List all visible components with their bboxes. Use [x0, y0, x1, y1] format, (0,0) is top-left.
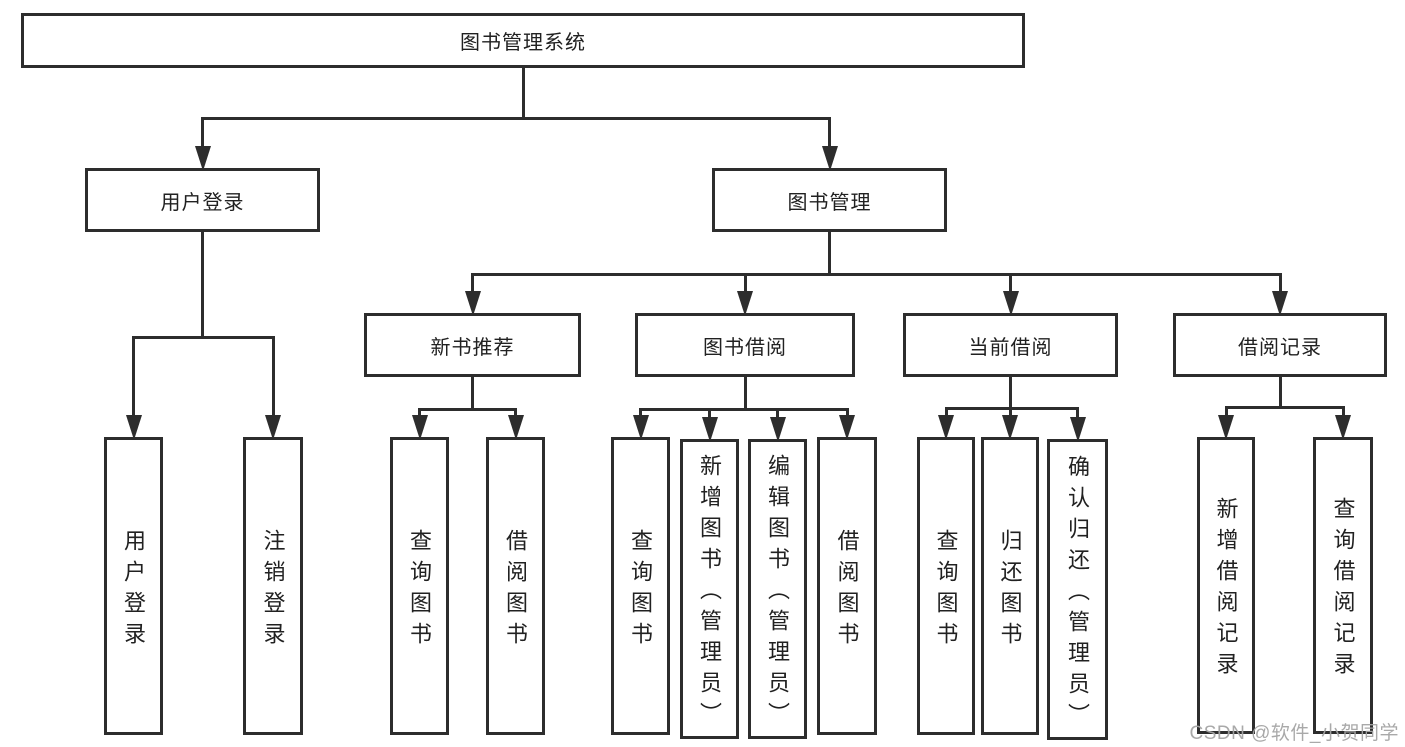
connector-line: [132, 336, 275, 339]
node-user-login: 用户登录: [85, 168, 320, 232]
connector-line: [201, 117, 204, 146]
node-label: 用户登录: [121, 528, 147, 653]
arrowhead-down-icon: [1272, 291, 1288, 316]
connector-line: [1278, 375, 1282, 409]
node-label: 图书管理系统: [460, 32, 586, 54]
node-label: 新书推荐: [430, 336, 515, 359]
connector-line: [418, 408, 421, 415]
node-root: 图书管理系统: [21, 13, 1025, 68]
node-leaf-add-book: 新增图书（管理员）: [680, 439, 739, 739]
node-leaf-edit-book: 编辑图书（管理员）: [748, 439, 807, 739]
node-leaf-confirm-return: 确认归还（管理员）: [1047, 439, 1108, 740]
connector-line: [639, 408, 849, 411]
arrowhead-down-icon: [821, 146, 838, 171]
connector-line: [1224, 406, 1345, 409]
arrowhead-down-icon: [769, 417, 786, 442]
node-label: 用户登录: [160, 191, 245, 214]
connector-line: [1278, 273, 1282, 291]
connector-line: [1224, 406, 1228, 415]
node-label: 借阅图书: [834, 528, 860, 653]
node-label: 注销登录: [260, 528, 286, 653]
connector-line: [201, 230, 204, 339]
arrowhead-down-icon: [194, 146, 211, 171]
csdn-watermark: CSDN @软件_小贺同学: [1189, 723, 1399, 744]
node-new-book-recommend: 新书推荐: [364, 313, 581, 377]
connector-line: [471, 273, 474, 291]
connector-line: [471, 273, 1282, 276]
arrowhead-down-icon: [1335, 415, 1351, 440]
arrowhead-down-icon: [1218, 415, 1234, 440]
node-leaf-query-book-a: 查询图书: [390, 437, 449, 735]
node-label: 编辑图书（管理员）: [765, 454, 791, 733]
node-label: 新增图书（管理员）: [697, 454, 723, 733]
connector-line: [828, 230, 831, 276]
connector-line: [944, 407, 1079, 410]
arrowhead-down-icon: [938, 415, 954, 440]
connector-line: [743, 273, 747, 291]
connector-line: [1008, 407, 1012, 415]
connector-line: [776, 408, 779, 417]
connector-line: [845, 408, 849, 415]
connector-line: [743, 375, 747, 411]
node-label: 新增借阅记录: [1213, 497, 1239, 683]
node-leaf-query-book-b: 查询图书: [611, 437, 670, 735]
connector-line: [708, 408, 711, 417]
node-leaf-query-borrow-record: 查询借阅记录: [1313, 437, 1373, 734]
connector-line: [132, 336, 135, 415]
connector-line: [1009, 273, 1012, 291]
node-borrow-record: 借阅记录: [1173, 313, 1387, 377]
node-label: 查询借阅记录: [1330, 497, 1356, 683]
arrowhead-down-icon: [737, 291, 753, 316]
arrowhead-down-icon: [632, 415, 649, 440]
arrowhead-down-icon: [265, 415, 281, 440]
arrowhead-down-icon: [701, 417, 718, 442]
node-leaf-logout: 注销登录: [243, 437, 303, 735]
node-leaf-user-login: 用户登录: [104, 437, 163, 735]
connector-line: [514, 408, 517, 415]
node-label: 查询图书: [933, 528, 959, 653]
node-label: 图书借阅: [703, 336, 787, 359]
connector-line: [471, 375, 474, 411]
arrowhead-down-icon: [1002, 291, 1019, 316]
node-label: 图书管理: [787, 191, 872, 214]
arrowhead-down-icon: [464, 291, 481, 316]
node-label: 借阅记录: [1238, 336, 1322, 359]
arrowhead-down-icon: [125, 415, 142, 440]
connector-line: [521, 66, 525, 120]
connector-line: [201, 117, 831, 120]
node-label: 当前借阅: [968, 336, 1053, 359]
node-leaf-query-book-c: 查询图书: [917, 437, 975, 735]
arrowhead-down-icon: [1069, 417, 1086, 442]
node-book-borrow: 图书借阅: [635, 313, 855, 377]
arrowhead-down-icon: [839, 415, 855, 440]
node-label: 查询图书: [407, 528, 433, 653]
connector-line: [1009, 375, 1012, 410]
node-leaf-return-book: 归还图书: [981, 437, 1039, 735]
node-leaf-borrow-book-b: 借阅图书: [817, 437, 877, 735]
connector-line: [418, 408, 517, 411]
connector-line: [271, 336, 275, 415]
node-leaf-add-borrow-record: 新增借阅记录: [1197, 437, 1255, 734]
arrowhead-down-icon: [1002, 415, 1018, 440]
connector-line: [944, 407, 948, 415]
node-label: 查询图书: [628, 528, 654, 653]
node-current-borrow: 当前借阅: [903, 313, 1118, 377]
node-book-management: 图书管理: [712, 168, 947, 232]
connector-line: [639, 408, 642, 415]
node-label: 归还图书: [997, 528, 1023, 653]
connector-line: [1341, 406, 1345, 415]
connector-line: [828, 117, 831, 146]
arrowhead-down-icon: [411, 415, 428, 440]
connector-line: [1076, 407, 1079, 417]
node-leaf-borrow-book-a: 借阅图书: [486, 437, 545, 735]
arrowhead-down-icon: [507, 415, 524, 440]
node-label: 借阅图书: [503, 528, 529, 653]
node-label: 确认归还（管理员）: [1065, 454, 1091, 734]
